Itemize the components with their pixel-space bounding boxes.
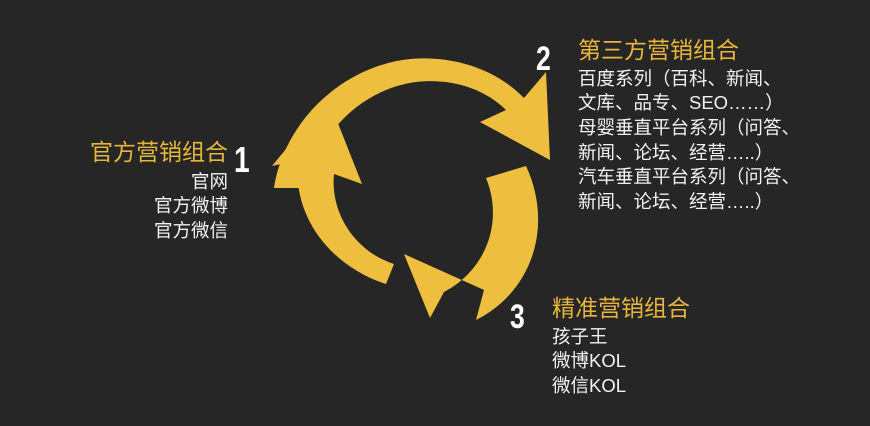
section-two-item: 新闻、论坛、经营…..） [578, 190, 774, 212]
section-number-2: 2 [536, 40, 551, 78]
section-two-item: 百度系列（百科、新闻、 [578, 67, 782, 89]
section-number-3: 3 [510, 298, 525, 336]
section-two-item: 母婴垂直平台系列（问答、 [578, 116, 801, 138]
section-two-item: 汽车垂直平台系列（问答、 [578, 166, 801, 188]
section-one-item: 官网 [190, 170, 228, 192]
section-two-items: 百度系列（百科、新闻、 文库、品专、SEO……） 母婴垂直平台系列（问答、 新闻… [578, 67, 800, 215]
section-three-items: 孩子王 微博KOL 微信KOL [552, 325, 690, 399]
section-three: 精准营销组合 孩子王 微博KOL 微信KOL [552, 295, 690, 399]
section-three-item: 孩子王 [552, 325, 608, 347]
cycle-arrow-left [272, 98, 394, 284]
section-two-title: 第三方营销组合 [578, 37, 739, 63]
section-two-item: 新闻、论坛、经营…..） [578, 141, 774, 163]
section-three-item: 微博KOL [552, 350, 627, 372]
section-three-title: 精准营销组合 [552, 295, 690, 321]
section-two: 第三方营销组合 百度系列（百科、新闻、 文库、品专、SEO……） 母婴垂直平台系… [578, 37, 800, 215]
section-two-item: 文库、品专、SEO……） [578, 92, 784, 114]
section-three-item: 微信KOL [552, 374, 627, 396]
section-one-title: 官方营销组合 [90, 139, 228, 165]
section-one-item: 官方微信 [153, 219, 228, 241]
cycle-arrow-right [404, 166, 539, 320]
three-arrow-cycle-graphic [258, 38, 558, 328]
cycle-arrow-top [274, 58, 550, 188]
section-one-item: 官方微博 [153, 195, 228, 217]
section-one: 官方营销组合 官网 官方微博 官方微信 [0, 139, 228, 244]
section-number-1: 1 [234, 139, 250, 180]
section-one-items: 官网 官方微博 官方微信 [0, 170, 228, 244]
